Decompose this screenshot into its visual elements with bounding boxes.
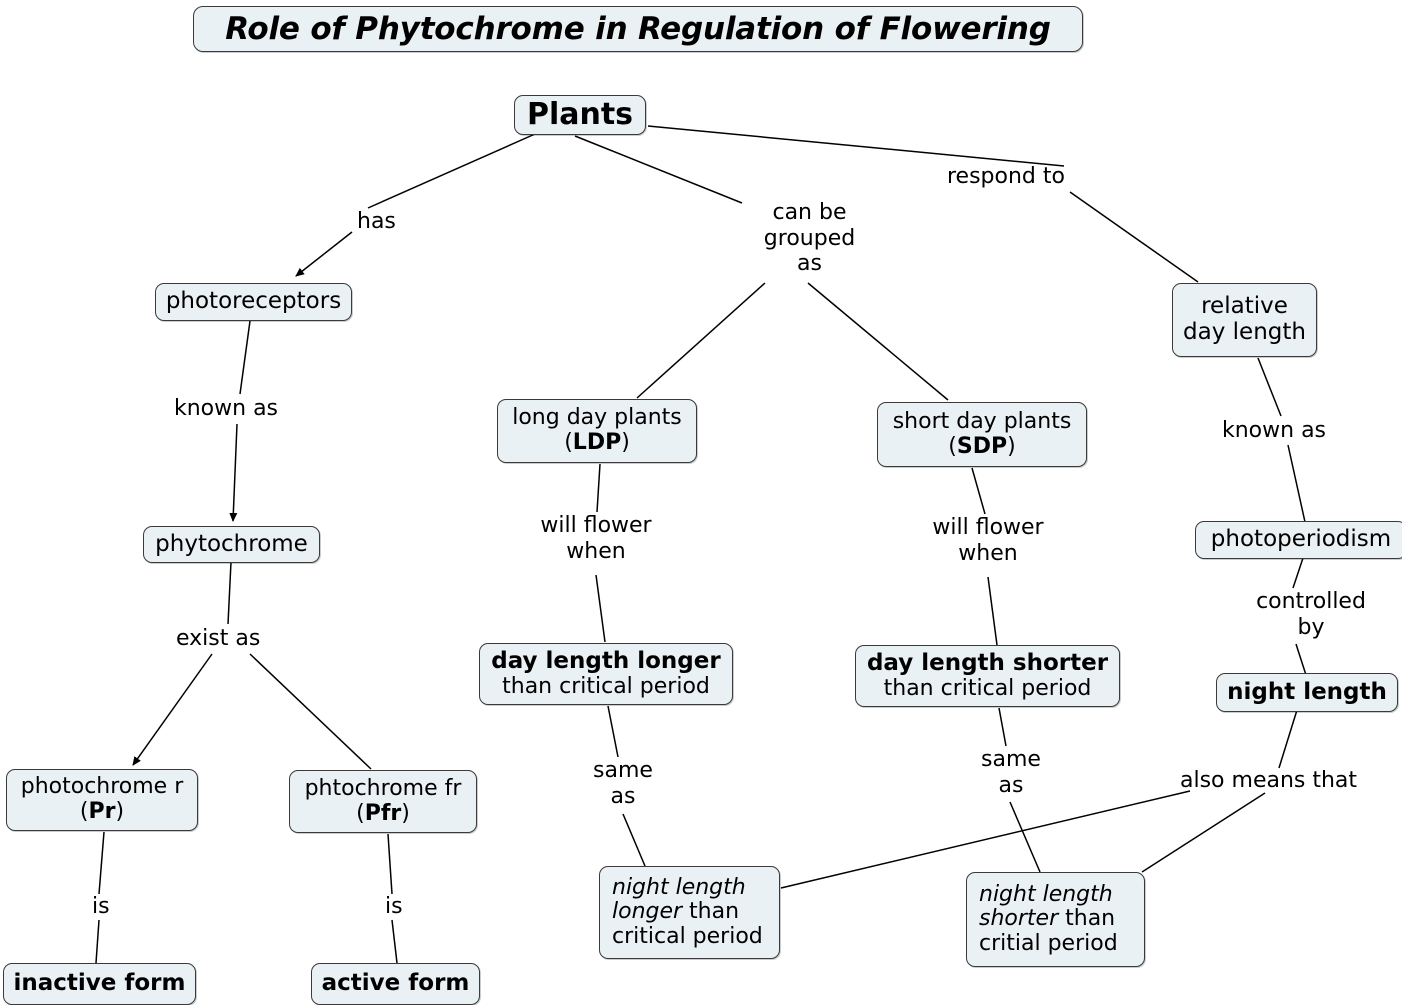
edge-label-will-flower-when-ldp: will flower when	[540, 513, 652, 564]
edge-dayshorter-sameas	[998, 707, 1007, 747]
edge-label-is-right: is	[385, 894, 403, 919]
edge-is-inactiveform	[95, 919, 100, 964]
node-photoperiodism[interactable]: photoperiodism	[1195, 521, 1402, 559]
edge-photoreceptors-knownas	[239, 320, 251, 395]
diagram-title: Role of Phytochrome in Regulation of Flo…	[193, 6, 1083, 52]
node-day-length-longer[interactable]: day length longer than critical period	[479, 643, 733, 705]
node-active-form[interactable]: active form	[311, 963, 480, 1005]
node-night-length-shorter[interactable]: night length shorter than critial period	[966, 872, 1145, 967]
edge-grouped-sdp	[807, 282, 949, 401]
edge-label-same-as-sdp: same as	[981, 747, 1041, 798]
edge-sameas-nightlonger	[622, 813, 646, 867]
edge-alsomeans-nightshorter	[1141, 792, 1266, 873]
edge-phytochrome-existas	[227, 561, 232, 625]
edge-existas-pr	[132, 653, 213, 766]
node-night-length-longer-line3: critical period	[612, 923, 763, 949]
edge-label-has: has	[357, 209, 396, 234]
node-night-length-longer-line2: longer than	[612, 899, 740, 925]
edge-label-is-left: is	[92, 894, 110, 919]
edge-existas-pfr	[249, 653, 372, 770]
edge-knownas-photoperiodism	[1287, 444, 1306, 523]
node-night-length-longer-line1: night length	[612, 874, 746, 900]
edge-pr-is-part1	[98, 831, 105, 895]
node-phtochrome-pfr-line2: (Pfr)	[356, 800, 410, 826]
node-inactive-form[interactable]: inactive form	[3, 963, 196, 1005]
node-plants[interactable]: Plants	[514, 95, 646, 135]
edge-label-known-as-right: known as	[1222, 418, 1327, 443]
node-night-length-shorter-line1: night length	[979, 881, 1113, 907]
edge-label-exist-as: exist as	[176, 626, 261, 651]
edge-nightlength-alsomeans	[1278, 709, 1298, 769]
node-phtochrome-pfr-line1: phtochrome fr	[304, 775, 462, 801]
edge-plants-grouped	[574, 135, 743, 204]
node-day-length-longer-line2: than critical period	[502, 673, 710, 699]
edge-respond-relativedaylength	[1069, 191, 1199, 283]
edge-sdp-willflower	[971, 467, 986, 515]
edge-label-same-as-ldp: same as	[593, 758, 653, 809]
node-photochrome-pr[interactable]: photochrome r (Pr)	[6, 769, 198, 831]
node-long-day-plants-line1: long day plants	[512, 405, 682, 431]
edge-knownas-phytochrome	[229, 423, 238, 522]
edge-plants-respond	[647, 125, 1065, 167]
node-night-length-longer[interactable]: night length longer than critical period	[599, 866, 780, 959]
node-night-length-shorter-line2: shorter than	[979, 906, 1116, 932]
edge-label-will-flower-when-sdp: will flower when	[932, 515, 1044, 566]
node-day-length-shorter-line2: than critical period	[883, 675, 1092, 701]
node-day-length-longer-line1: day length longer	[491, 647, 721, 674]
node-relative-day-length[interactable]: relative day length	[1172, 283, 1317, 357]
edge-label-known-as-left: known as	[174, 396, 279, 421]
edge-willflower-daylonger	[595, 574, 606, 643]
edge-label-respond-to: respond to	[947, 164, 1065, 189]
node-phtochrome-pfr[interactable]: phtochrome fr (Pfr)	[289, 770, 477, 833]
edge-willflower-dayshorter	[987, 576, 998, 646]
edge-is-activeform	[391, 919, 398, 964]
node-day-length-shorter-line1: day length shorter	[866, 649, 1109, 676]
node-short-day-plants-line1: short day plants	[892, 408, 1072, 434]
node-relative-day-length-line1: relative	[1201, 293, 1288, 320]
edge-sameas-nightshorter	[1009, 801, 1041, 873]
edge-daylonger-sameas	[607, 705, 619, 758]
node-phytochrome-label: phytochrome	[155, 530, 308, 557]
edge-relativedaylength-knownas	[1257, 357, 1282, 417]
edge-label-can-be-grouped-as: can be grouped as	[763, 200, 856, 277]
edge-label-controlled-by: controlled by	[1256, 589, 1366, 640]
node-night-length-shorter-line3: critial period	[979, 930, 1118, 956]
edge-controlledby-nightlength	[1295, 643, 1307, 676]
edge-has-photoreceptors	[295, 231, 353, 277]
edge-photoperiodism-controlledby	[1292, 557, 1304, 589]
edge-ldp-willflower	[596, 463, 601, 513]
node-photoreceptors[interactable]: photoreceptors	[155, 283, 352, 321]
node-photochrome-pr-line1: photochrome r	[20, 774, 184, 800]
node-long-day-plants[interactable]: long day plants (LDP)	[497, 399, 697, 463]
node-night-length-label: night length	[1227, 678, 1387, 705]
node-photoreceptors-label: photoreceptors	[165, 288, 342, 315]
node-active-form-label: active form	[321, 970, 470, 997]
node-short-day-plants[interactable]: short day plants (SDP)	[877, 402, 1087, 467]
node-short-day-plants-line2: (SDP)	[948, 433, 1016, 459]
node-inactive-form-label: inactive form	[13, 970, 186, 997]
edge-pfr-is-part1	[387, 833, 393, 895]
node-relative-day-length-line2: day length	[1183, 319, 1306, 345]
node-plants-label: Plants	[526, 97, 634, 133]
node-phytochrome[interactable]: phytochrome	[143, 526, 320, 563]
node-photoperiodism-label: photoperiodism	[1210, 526, 1392, 553]
edge-label-also-means-that: also means that	[1180, 768, 1358, 793]
edge-plants-has	[367, 133, 536, 209]
node-night-length[interactable]: night length	[1216, 673, 1398, 712]
edge-grouped-ldp	[636, 282, 766, 399]
node-long-day-plants-line2: (LDP)	[564, 430, 630, 455]
node-day-length-shorter[interactable]: day length shorter than critical period	[855, 645, 1120, 707]
node-photochrome-pr-line2: (Pr)	[79, 799, 125, 824]
diagram-title-text: Role of Phytochrome in Regulation of Flo…	[225, 10, 1051, 47]
